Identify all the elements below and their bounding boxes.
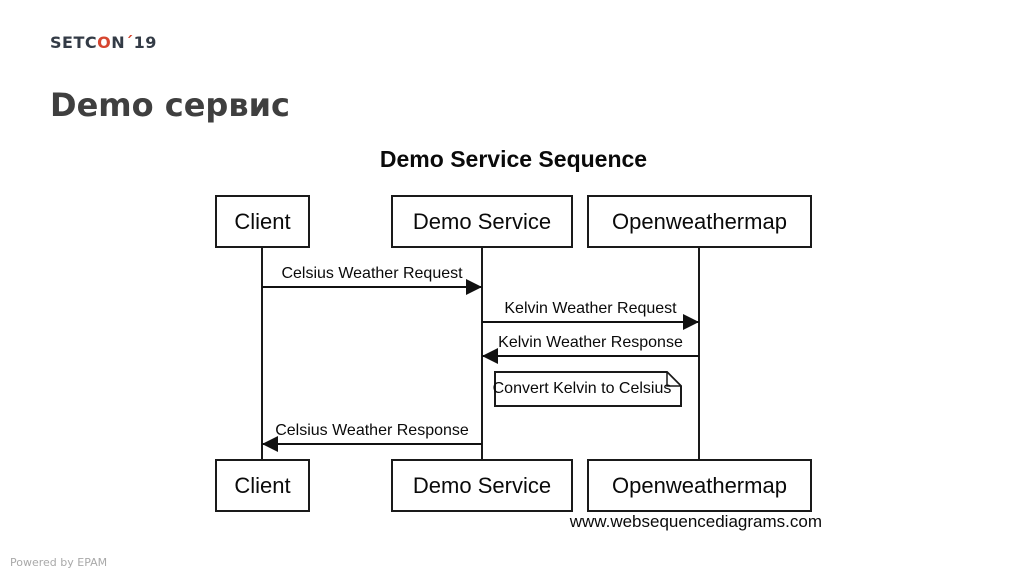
actor-box-openweathermap-bottom: Openweathermap <box>587 459 812 512</box>
logo-accent-apostrophe: ´ <box>125 33 134 52</box>
arrowhead-left-icon <box>262 436 278 452</box>
message-line <box>262 286 482 288</box>
page-title: Demo сервис <box>50 86 290 124</box>
note-box: Convert Kelvin to Celsius <box>492 371 682 407</box>
logo-text-part: 19 <box>133 33 157 52</box>
folded-corner-icon <box>666 371 682 387</box>
actor-box-openweathermap-top: Openweathermap <box>587 195 812 248</box>
message-label: Kelvin Weather Request <box>504 300 677 317</box>
note-text: Convert Kelvin to Celsius <box>492 380 672 397</box>
diagram-title: Demo Service Sequence <box>379 146 648 172</box>
message-line <box>482 355 699 357</box>
logo-text-part: SETC <box>50 33 98 52</box>
message-line <box>482 321 699 323</box>
logo-text-part: N <box>111 33 126 52</box>
actor-box-client-top: Client <box>215 195 310 248</box>
arrowhead-right-icon <box>683 314 699 330</box>
actor-box-demo-service-top: Demo Service <box>391 195 573 248</box>
actor-box-client-bottom: Client <box>215 459 310 512</box>
setcon-logo: SETCON´19 <box>50 33 157 52</box>
arrowhead-right-icon <box>466 279 482 295</box>
note-shape <box>494 371 682 407</box>
message-label: Kelvin Weather Response <box>498 334 683 351</box>
message-label: Celsius Weather Response <box>275 422 469 439</box>
message-label: Celsius Weather Request <box>281 265 463 282</box>
logo-accent-letter: O <box>97 33 112 52</box>
lifeline-openweathermap <box>698 248 700 459</box>
websequencediagrams-watermark: www.websequencediagrams.com <box>569 512 822 531</box>
powered-by-epam: Powered by EPAM <box>10 556 108 569</box>
actor-box-demo-service-bottom: Demo Service <box>391 459 573 512</box>
message-line <box>262 443 482 445</box>
lifeline-client <box>261 248 263 459</box>
arrowhead-left-icon <box>482 348 498 364</box>
